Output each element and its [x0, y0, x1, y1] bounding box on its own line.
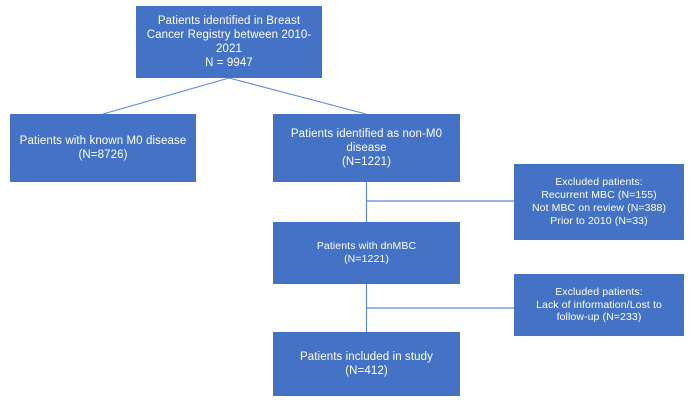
- registry-box-label: Patients identified in Breast Cancer Reg…: [146, 14, 312, 70]
- dnmbc-box: Patients with dnMBC (N=1221): [273, 222, 460, 284]
- known-m0-box: Patients with known M0 disease (N=8726): [10, 114, 196, 182]
- non-m0-box-label: Patients identified as non-M0 disease (N…: [290, 127, 443, 168]
- excluded-patients-box-2: Excluded patients: Lack of information/L…: [514, 274, 684, 336]
- connector-registry-to-non-m0: [228, 77, 367, 115]
- connector-registry-to-m0: [102, 77, 230, 115]
- excluded-patients-box-1-label: Excluded patients: Recurrent MBC (N=155)…: [531, 176, 667, 227]
- excluded-patients-box-2-label: Excluded patients: Lack of information/L…: [536, 285, 662, 324]
- registry-box: Patients identified in Breast Cancer Reg…: [136, 6, 322, 78]
- included-in-study-box: Patients included in study (N=412): [273, 332, 460, 396]
- excluded-patients-box-1: Excluded patients: Recurrent MBC (N=155)…: [514, 164, 684, 240]
- dnmbc-box-label: Patients with dnMBC (N=1221): [316, 240, 417, 265]
- known-m0-box-label: Patients with known M0 disease (N=8726): [19, 134, 187, 161]
- non-m0-box: Patients identified as non-M0 disease (N…: [273, 114, 460, 182]
- included-in-study-box-label: Patients included in study (N=412): [299, 350, 433, 377]
